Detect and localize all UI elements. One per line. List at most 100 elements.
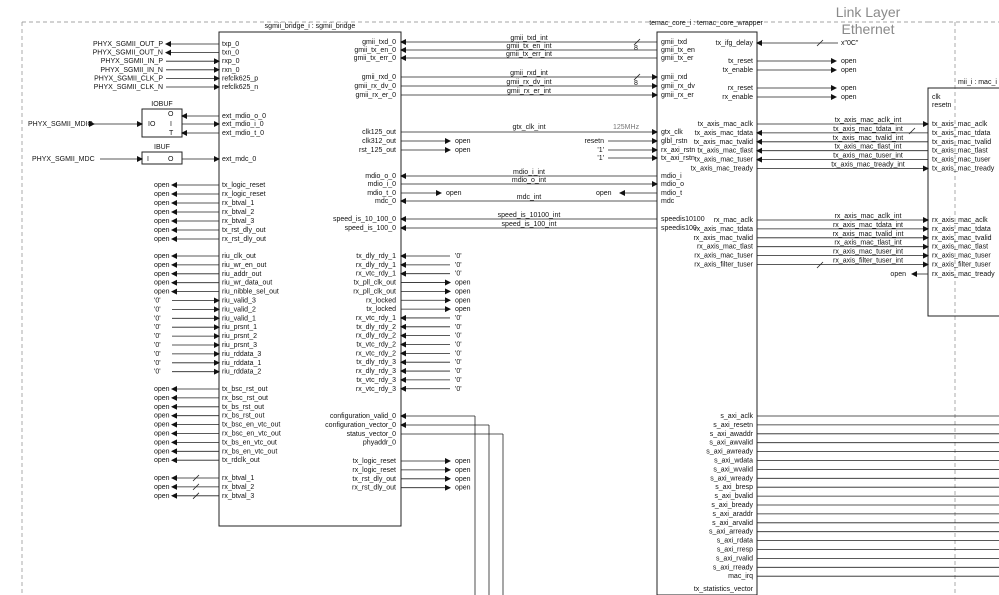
tie-label: open <box>154 448 170 455</box>
tie-label: open <box>154 280 170 287</box>
temac-pin-label: s_axi_rdata <box>717 538 753 545</box>
tie-label: open <box>154 475 170 482</box>
tie-label: '0' <box>154 324 161 331</box>
bus-slash <box>908 127 916 135</box>
temac-pin-label: mac_irq <box>728 573 753 580</box>
sgmii-pin-label: gmii_txd_0 <box>362 39 396 46</box>
temac-pin-label: gmii_tx_er <box>661 55 694 62</box>
tie-label: open <box>455 458 471 465</box>
temac-pin-label: s_axi_rresp <box>717 547 753 554</box>
temac-pin-label: tx_axis_mac_tvalid <box>694 139 753 146</box>
sgmii-pin-label: riu_rddata_1 <box>222 360 261 367</box>
mii-pin-label: tx_axis_mac_tdata <box>932 130 990 137</box>
temac-pin-label: rx_axis_mac_tuser <box>694 253 753 260</box>
tie-label: open <box>154 200 170 207</box>
mii-pin-label: rx_axis_mac_tdata <box>932 226 991 233</box>
temac-pin-label: s_axi_aclk <box>720 413 753 420</box>
sgmii-pin-label: riu_valid_1 <box>222 315 256 322</box>
net-label: tx_axis_mac_tvalid_int <box>833 135 903 142</box>
sgmii-pin-label: rx_bs_rst_out <box>222 413 264 420</box>
temac-pin-label: tx_statistics_vector <box>694 586 754 593</box>
temac-pin-label: speedis100 <box>661 225 697 232</box>
sgmii-pin-label: riu_prsnt_3 <box>222 342 257 349</box>
tie-label: open <box>446 190 462 197</box>
sgmii-pin-label: mdio_i_0 <box>368 181 397 188</box>
temac-pin-label: s_axi_awready <box>706 449 753 456</box>
tie-label: '0' <box>455 271 462 278</box>
temac-pin-label: rx_axis_mac_tdata <box>694 226 753 233</box>
sgmii-pin-label: rx_btval_3 <box>222 493 254 500</box>
ext-port-label: PHYX_SGMII_IN_P <box>101 58 164 65</box>
sgmii-pin-label: riu_nibble_sel_out <box>222 289 279 296</box>
sgmii-pin-label: rx_logic_reset <box>352 467 396 474</box>
net-label: rx_axis_mac_tdata_int <box>833 222 903 229</box>
sgmii-pin-label: rx_btval_1 <box>222 475 254 482</box>
tie-label: '0' <box>455 386 462 393</box>
tie-label: open <box>154 431 170 438</box>
mdc-ext-label: PHYX_SGMII_MDC <box>32 156 95 163</box>
tie-label: '0' <box>154 315 161 322</box>
sgmii-pin-label: rx_pll_clk_out <box>353 288 396 295</box>
sgmii-pin-label: rx_rst_dly_out <box>222 236 266 243</box>
sgmii-pin-label: rx_btval_1 <box>222 200 254 207</box>
sgmii-pin-label: riu_wr_en_out <box>222 262 266 269</box>
sgmii-pin-label: riu_rddata_2 <box>222 369 261 376</box>
net-label: tx_axis_mac_tuser_int <box>833 153 903 160</box>
sgmii-pin-label: rx_logic_reset <box>222 191 266 198</box>
temac-pin-label: gmii_rx_er <box>661 92 694 99</box>
temac-pin-label: tx_axi_rstn <box>661 155 695 162</box>
temac-pin-label: tx_axis_mac_tlast <box>697 148 753 155</box>
temac-pin-label: s_axi_rvalid <box>716 555 753 562</box>
net-label: tx_axis_mac_tready_int <box>831 162 905 169</box>
temac-pin-label: tx_enable <box>723 67 753 74</box>
mii-pin-label: rx_axis_mac_tuser <box>932 253 991 260</box>
sgmii-pin-label: rx_dly_rdy_1 <box>356 262 396 269</box>
sgmii-pin-label: tx_rst_dly_out <box>352 476 396 483</box>
sgmii-pin-label: rx_locked <box>366 297 396 304</box>
sgmii-pin-label: tx_vtc_rdy_3 <box>356 377 396 384</box>
tie-label: open <box>154 493 170 500</box>
mii-pin-label: tx_axis_mac_tvalid <box>932 139 991 146</box>
tie-label: '0' <box>455 368 462 375</box>
net-label: rx_axis_mac_tuser_int <box>833 249 903 256</box>
iobuf-pin-t: T <box>169 130 174 137</box>
tie-label: open <box>154 395 170 402</box>
tie-label: open <box>154 191 170 198</box>
mii-pin-label: resetn <box>932 102 952 109</box>
net-label: speed_is_100_int <box>502 221 557 228</box>
pin-ext-mdio-o: ext_mdio_o_0 <box>222 113 266 120</box>
tie-label: open <box>154 386 170 393</box>
net-label: gmii_rx_er_int <box>507 88 551 95</box>
sgmii-pin-label: rx_vtc_rdy_2 <box>356 350 396 357</box>
mii-pin-label: rx_axis_mac_aclk <box>932 217 988 224</box>
sgmii-pin-label: rx_btval_2 <box>222 484 254 491</box>
temac-core-block <box>656 31 758 595</box>
tie-label: '0' <box>154 369 161 376</box>
pin-ext-mdio-t: ext_mdio_t_0 <box>222 130 264 137</box>
temac-pin-label: mdc <box>661 198 675 205</box>
sgmii-pin-label: rx_btval_3 <box>222 218 254 225</box>
temac-pin-label: s_axi_wdata <box>714 458 753 465</box>
sgmii-pin-label: refclk625_p <box>222 75 258 82</box>
sgmii-pin-label: rx_dly_rdy_3 <box>356 368 396 375</box>
ibuf-pin-i: I <box>147 156 149 163</box>
bus-slash <box>192 492 200 500</box>
tie-label: open <box>596 190 612 197</box>
ibuf-label: IBUF <box>154 144 170 151</box>
sgmii-pin-label: riu_rddata_3 <box>222 351 261 358</box>
sgmii-pin-label: rx_bsc_en_vtc_out <box>222 431 281 438</box>
tie-label: open <box>154 209 170 216</box>
sgmii-pin-label: clk125_out <box>362 129 396 136</box>
sgmii-bridge-block <box>218 31 402 527</box>
sgmii-pin-label: riu_addr_out <box>222 271 261 278</box>
bus-slash <box>192 474 200 482</box>
mii-block <box>927 87 999 317</box>
tie-label: resetn <box>585 138 605 145</box>
mii-pin-label: rx_axis_mac_tvalid <box>932 235 992 242</box>
sgmii-pin-label: rxp_0 <box>222 58 240 65</box>
temac-pin-label: rx_axis_mac_tvalid <box>693 235 753 242</box>
temac-pin-label: rx_axi_rstn <box>661 147 695 154</box>
temac-pin-label: rx_axis_filter_tuser <box>694 262 753 269</box>
tie-label: '0' <box>455 359 462 366</box>
sgmii-pin-label: phyaddr_0 <box>363 440 396 447</box>
